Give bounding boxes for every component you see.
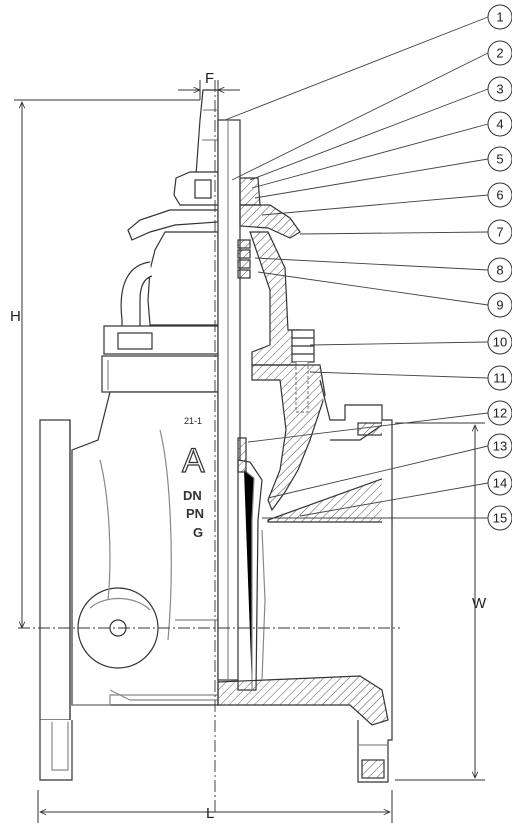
- callout-leader-5: [254, 158, 489, 199]
- callout-number-10: 10: [493, 335, 507, 350]
- callout-balloon-9: [487, 292, 512, 318]
- callout-balloon-10: [487, 329, 512, 355]
- callout-leader-7: [299, 231, 489, 235]
- callout-leader-2: [231, 52, 489, 181]
- callout-number-15: 15: [493, 511, 507, 526]
- callout-number-8: 8: [496, 263, 503, 278]
- dimension-w-label: W: [472, 595, 487, 612]
- callout-balloon-11: [487, 365, 512, 391]
- callout-leader-3: [249, 88, 489, 181]
- callout-balloon-13: [487, 433, 512, 459]
- callout-balloon-3: [487, 76, 512, 102]
- callout-leader-8: [254, 257, 489, 271]
- callout-balloon-12: [487, 400, 512, 426]
- callout-number-13: 13: [493, 439, 507, 454]
- pn-marking: PN: [186, 506, 204, 521]
- callout-leader-12: [247, 412, 489, 443]
- callout-leader-13: [267, 445, 489, 499]
- callout-balloon-2: [487, 40, 512, 66]
- callout-balloon-6: [487, 182, 512, 208]
- valve-section-half: [217, 119, 393, 783]
- callout-leader-9: [257, 271, 489, 306]
- callout-number-9: 9: [496, 298, 503, 313]
- callout-leader-6: [261, 194, 489, 216]
- dimension-lines: [14, 80, 485, 823]
- callout-number-5: 5: [496, 152, 503, 167]
- callout-number-11: 11: [493, 371, 507, 386]
- callout-balloon-15: [487, 505, 512, 531]
- callout-number-4: 4: [496, 117, 503, 132]
- callout-balloon-14: [487, 470, 512, 496]
- valve-exterior-half: [39, 89, 219, 781]
- dimension-h-label: H: [10, 308, 21, 325]
- callout-balloon-1: [487, 4, 512, 30]
- callout-number-12: 12: [493, 406, 507, 421]
- manufacturer-logo: A: [182, 442, 205, 480]
- callout-balloon-8: [487, 257, 512, 283]
- callout-balloon-4: [487, 111, 512, 137]
- callout-leader-14: [299, 482, 489, 517]
- callout-balloon-7: [487, 219, 512, 245]
- model-marking: 21-1: [184, 416, 202, 426]
- callout-balloon-5: [487, 146, 512, 172]
- dimension-f-label: F: [205, 70, 214, 87]
- dn-marking: DN: [183, 488, 202, 503]
- g-marking: G: [193, 525, 203, 540]
- packing-rings: [237, 239, 251, 279]
- callout-leader-1: [224, 16, 489, 121]
- dimension-l-label: L: [206, 805, 214, 822]
- callout-leader-10: [309, 341, 489, 346]
- center-lines: [18, 80, 400, 815]
- callout-number-7: 7: [496, 225, 503, 240]
- callout-number-1: 1: [496, 10, 503, 25]
- callout-number-2: 2: [496, 46, 503, 61]
- callout-number-3: 3: [496, 82, 503, 97]
- callout-leader-4: [251, 123, 489, 189]
- callout-number-6: 6: [496, 188, 503, 203]
- callout-number-14: 14: [493, 476, 507, 491]
- callout-leader-11: [309, 371, 489, 379]
